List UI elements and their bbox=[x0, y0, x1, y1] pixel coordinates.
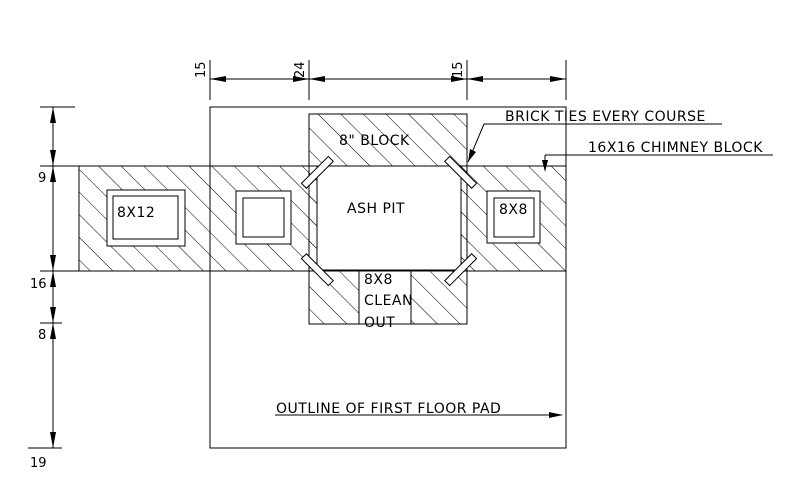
brick-ties bbox=[300, 155, 478, 287]
floor-pad-outline bbox=[209, 106, 567, 449]
top-dimension: 15 24 15 bbox=[194, 60, 567, 100]
cleanout-box bbox=[358, 270, 412, 325]
dim-top-1: 15 bbox=[194, 61, 209, 78]
ash-pit bbox=[316, 165, 462, 271]
label-brick-ties: BRICK TIES EVERY COURSE bbox=[505, 109, 706, 125]
label-flue-right: 8X8 bbox=[499, 202, 528, 218]
flue-left-inner bbox=[112, 195, 179, 240]
label-ash-pit: ASH PIT bbox=[347, 201, 405, 217]
flue-right-outer bbox=[486, 190, 541, 244]
flue-right-inner bbox=[493, 197, 535, 238]
dim-left-4: 19 bbox=[30, 456, 47, 471]
flue-middle-inner bbox=[242, 197, 285, 238]
label-cleanout-2: CLEAN bbox=[364, 293, 413, 309]
dim-top-2: 24 bbox=[293, 61, 308, 78]
label-cleanout-1: 8X8 bbox=[364, 272, 393, 288]
label-flue-left: 8X12 bbox=[117, 205, 155, 221]
dim-left-1: 9 bbox=[38, 171, 46, 186]
dim-top-3: 15 bbox=[451, 61, 466, 78]
leaders bbox=[275, 123, 773, 418]
label-chimney-block: 16X16 CHIMNEY BLOCK bbox=[588, 140, 763, 156]
label-cleanout-3: OUT bbox=[364, 315, 395, 331]
left-dimension: 9 16 8 19 bbox=[28, 106, 79, 471]
flue-left-outer bbox=[106, 189, 186, 247]
flue-middle-outer bbox=[235, 190, 292, 245]
dim-left-2: 16 bbox=[30, 277, 47, 292]
label-floor-pad-outline: OUTLINE OF FIRST FLOOR PAD bbox=[276, 401, 501, 417]
label-8in-block: 8" BLOCK bbox=[339, 133, 410, 149]
dim-left-3: 8 bbox=[38, 328, 46, 343]
